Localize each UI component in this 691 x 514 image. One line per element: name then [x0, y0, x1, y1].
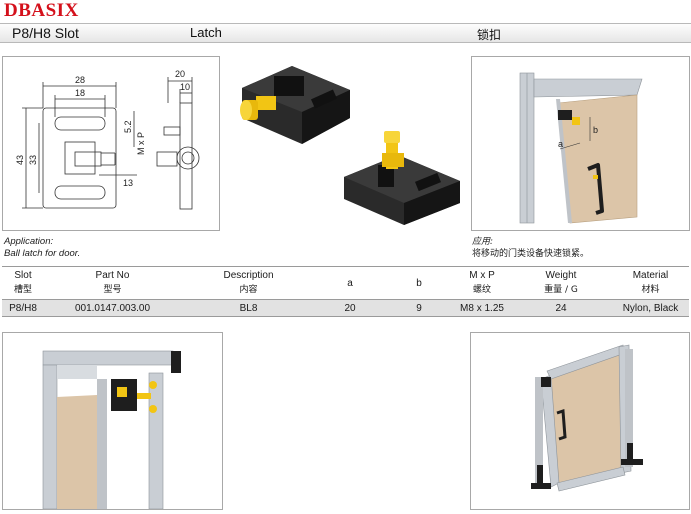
col-a: a: [316, 266, 384, 300]
col-b: b: [384, 266, 454, 300]
dim-10: 10: [180, 82, 190, 92]
detail-label-b: b: [593, 125, 598, 135]
cell-a: 20: [316, 299, 384, 317]
door-frame-panel: [470, 332, 690, 510]
mounting-detail-panel: a b: [471, 56, 690, 231]
table-row: P8/H8 001.0147.003.00 BL8 20 9 M8 x 1.25…: [2, 299, 689, 317]
dim-33: 33: [28, 155, 38, 165]
cell-material: Nylon, Black: [612, 299, 689, 317]
brand-logo: DBASIX: [4, 0, 79, 21]
cell-thread: M8 x 1.25: [454, 299, 510, 317]
application-text-en: Ball latch for door.: [4, 248, 81, 259]
application-text-cn: 将移动的门类设备快速锁紧。: [472, 249, 590, 259]
product-title-cn: 锁扣: [477, 28, 502, 42]
dim-5-2: 5.2: [123, 120, 133, 133]
cell-description: BL8: [181, 299, 316, 317]
dim-20: 20: [175, 69, 185, 79]
installation-closeup-render: [42, 350, 181, 509]
door-frame-render: [531, 344, 643, 492]
technical-drawing-panel: 28 18 20 10 5.2 M x P 43 33 13: [2, 56, 220, 231]
detail-label-a: a: [558, 139, 563, 149]
cell-part-no: 001.0147.003.00: [44, 299, 181, 317]
cell-b: 9: [384, 299, 454, 317]
dim-28: 28: [75, 75, 85, 85]
installation-closeup-panel: [2, 332, 223, 510]
title-bar: P8/H8 Slot Latch 锁扣: [0, 23, 691, 43]
dim-13: 13: [123, 178, 133, 188]
application-label-en: Application:: [4, 236, 54, 247]
application-label-cn: 应用:: [472, 237, 494, 247]
cell-slot: P8/H8: [2, 299, 44, 317]
dim-43: 43: [15, 155, 25, 165]
latch-render-bottom: [344, 131, 460, 225]
technical-drawing: 28 18 20 10 5.2 M x P 43 33 13: [15, 69, 200, 210]
cell-weight: 24: [510, 299, 612, 317]
product-title-en: Latch: [190, 25, 222, 40]
latch-render-top: [240, 66, 350, 144]
mounting-detail-render: a b: [519, 72, 643, 224]
dim-18: 18: [75, 88, 85, 98]
slot-title: P8/H8 Slot: [12, 25, 79, 41]
dim-m-x-p: M x P: [136, 132, 146, 155]
